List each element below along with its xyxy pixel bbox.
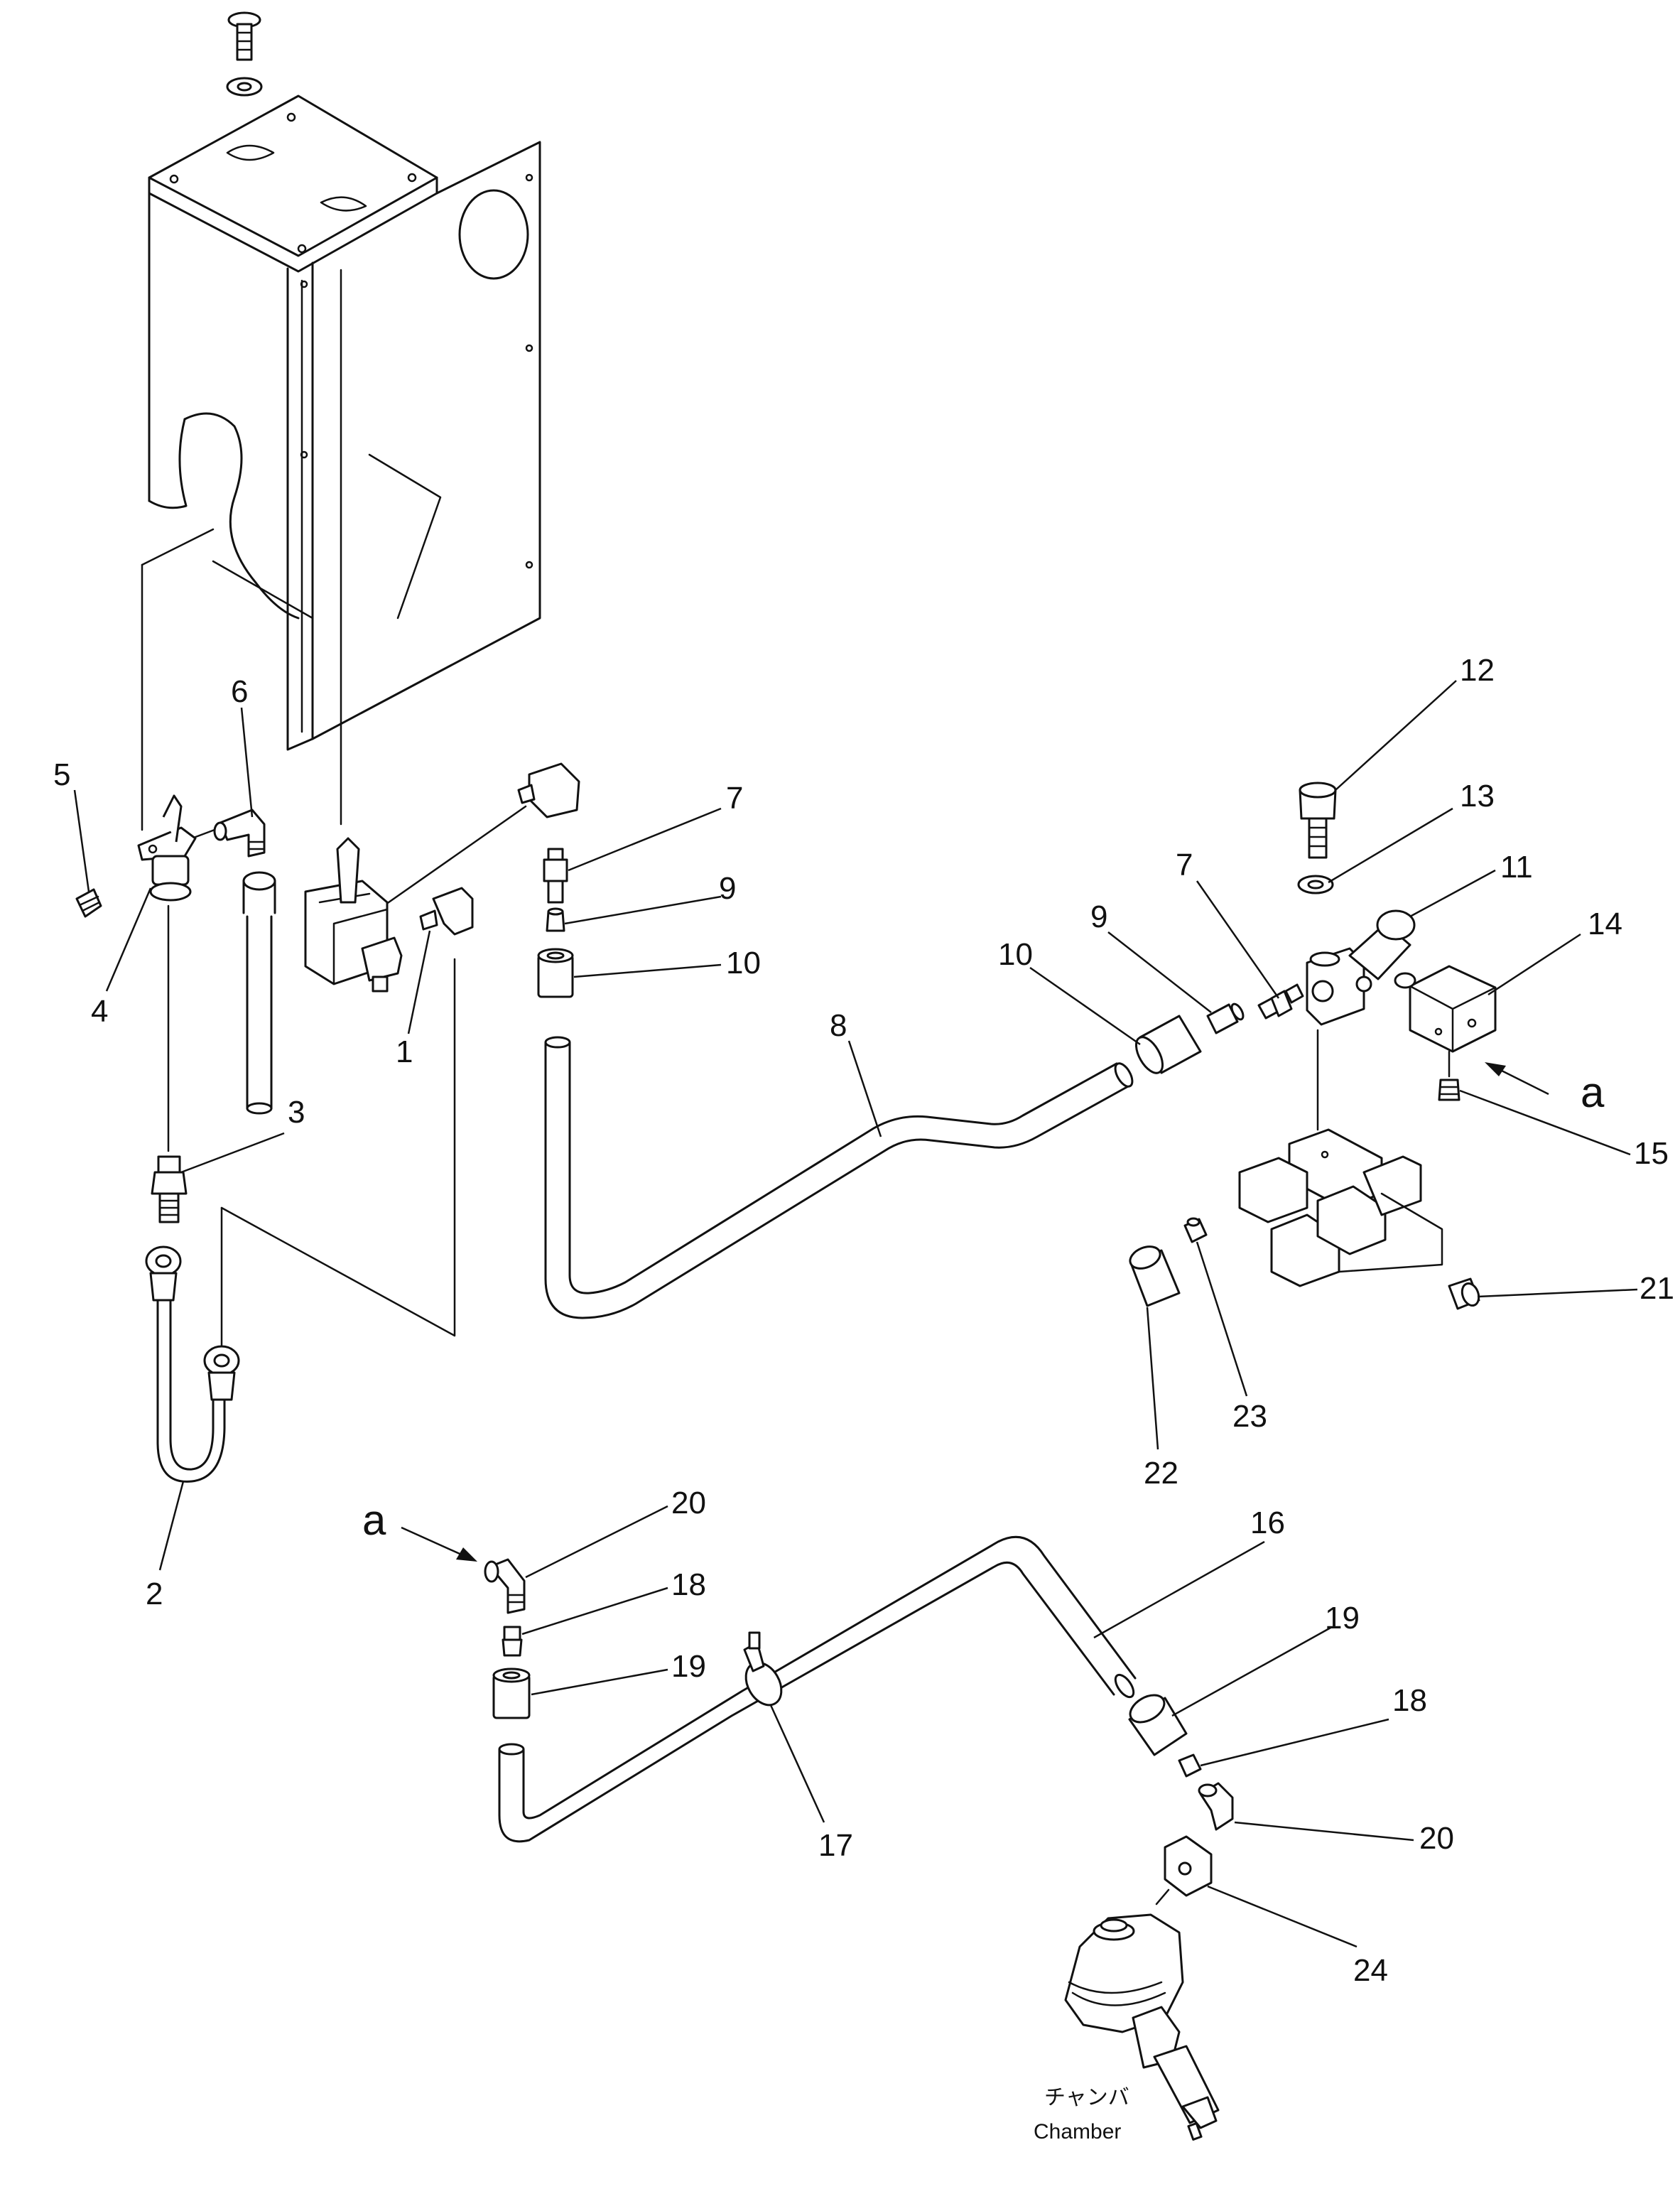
sleeve-part-23 [1183,1217,1208,1243]
fitting-stack-lower-left [484,1558,531,1719]
vertical-pipe [242,871,276,1115]
fitting-part-3 [151,1155,188,1223]
chamber-label-jp: チャンバ [1044,2086,1129,2109]
pipe-part-16 [498,1535,1137,1843]
callout-6: 6 [231,674,248,709]
hose-part-2 [145,1245,240,1483]
plug-part-15 [1438,1079,1460,1101]
callout-7: 7 [1176,848,1193,882]
elbow-part-6 [213,809,266,858]
callout-18: 18 [1392,1683,1427,1718]
callout-5: 5 [53,757,70,792]
block-part-14 [1394,965,1497,1053]
chamber-label-en: Chamber [1034,2120,1121,2144]
view-marker-a: a [1581,1069,1605,1116]
nut-part-22 [1129,1245,1181,1307]
callout-8: 8 [830,1008,847,1043]
callout-21: 21 [1640,1271,1674,1306]
plug-part-5 [75,888,102,918]
callout-9: 9 [1090,899,1107,934]
chamber-body [1064,1913,1220,2141]
callout-16: 16 [1250,1505,1285,1540]
view-arrow-a-left: a [362,1496,477,1562]
view-arrow-a-right: a [1485,1062,1605,1116]
callout-20: 20 [671,1486,706,1520]
callout-24: 24 [1353,1953,1388,1988]
callout-14: 14 [1588,907,1622,941]
fitting-stack-lower-right [1128,1694,1234,1905]
callout-22: 22 [1144,1456,1178,1491]
bolt-part-12 [1299,782,1337,859]
fitting-stack-left [537,848,574,998]
top-screw [226,11,263,97]
callout-10: 10 [726,946,761,980]
callout-23: 23 [1232,1399,1267,1434]
plug-part-21 [1448,1277,1480,1310]
callout-15: 15 [1634,1136,1669,1171]
bracket-housing [148,94,541,751]
callout-11: 11 [1500,850,1533,885]
callout-2: 2 [146,1577,163,1611]
callout-10: 10 [998,937,1033,972]
chamber-label: チャンバ Chamber [1034,2086,1129,2144]
callout-17: 17 [818,1828,853,1863]
pipe-part-8 [544,1036,1134,1319]
manifold-block [1238,1128,1443,1287]
callout-18: 18 [671,1567,706,1602]
callout-13: 13 [1460,779,1495,813]
callout-1: 1 [396,1034,413,1069]
callout-7: 7 [726,781,743,816]
callout-3: 3 [288,1095,305,1130]
tee-block-part-11 [1306,909,1416,1026]
callout-9: 9 [719,871,736,906]
callout-20: 20 [1419,1821,1454,1856]
connection-lines [141,269,527,1348]
callout-numbers: 5 6 4 1 3 2 7 9 10 8 10 9 7 12 13 11 14 … [53,653,1674,1988]
callout-4: 4 [91,994,108,1029]
leader-lines [73,680,1638,1948]
clamp-part-17 [743,1631,783,1707]
callout-12: 12 [1460,653,1495,688]
view-marker-a: a [362,1496,386,1544]
fitting-stack-right [1134,983,1304,1074]
valve-part-4 [137,794,197,902]
valve-assembly [304,762,580,993]
washer-part-13 [1297,875,1334,894]
callout-19: 19 [1325,1601,1360,1636]
callout-19: 19 [671,1649,706,1684]
